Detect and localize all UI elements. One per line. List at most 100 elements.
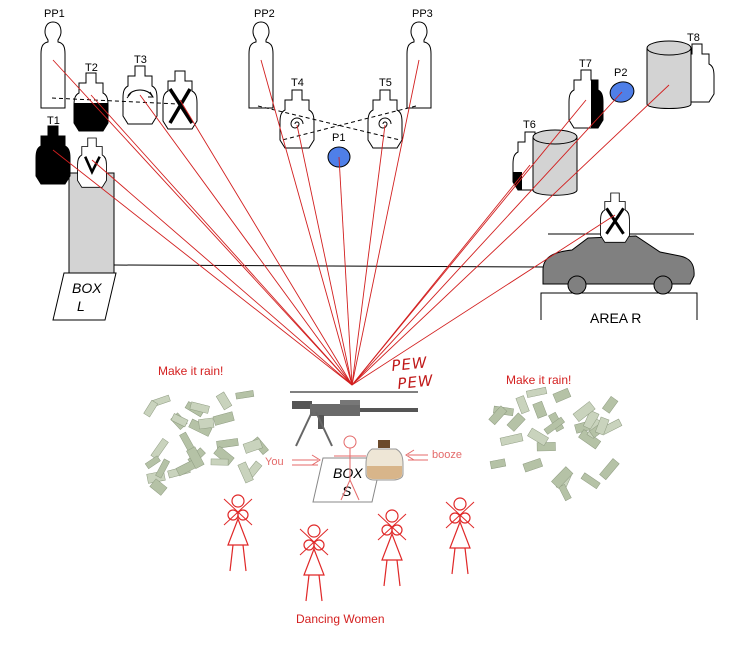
dancing-woman-1 — [223, 494, 253, 572]
banknote-icon — [522, 458, 544, 473]
t5-target — [367, 89, 403, 149]
make-it-rain-left-label: Make it rain! — [158, 364, 223, 378]
money-rain-left — [143, 390, 269, 496]
box-s: BOX S — [312, 457, 383, 503]
car-target-x — [600, 192, 630, 243]
t8-target — [646, 40, 715, 109]
banknote-icon — [155, 458, 171, 479]
banknote-icon — [215, 391, 233, 411]
dancing-women-label: Dancing Women — [296, 612, 385, 626]
banknote-icon — [543, 416, 565, 435]
t2-label: T2 — [85, 62, 98, 74]
banknote-icon — [536, 442, 556, 452]
booze-arrow-icon — [405, 449, 428, 461]
shot-line-1 — [52, 59, 353, 386]
booze-jar-icon — [365, 440, 404, 481]
t7-label: T7 — [579, 58, 592, 70]
banknote-icon — [149, 478, 168, 496]
banknote-icon — [601, 395, 619, 414]
banknote-icon — [242, 438, 263, 454]
box-l: BOX L — [52, 172, 117, 321]
banknote-icon — [170, 413, 189, 428]
shot-line-9 — [338, 156, 353, 386]
t8-label: T8 — [687, 32, 700, 44]
banknote-icon — [515, 395, 530, 415]
booze-label: booze — [432, 449, 462, 461]
box-l-label-2: L — [77, 298, 85, 314]
box-s-label-2: S — [342, 483, 352, 499]
pp3-target — [406, 21, 432, 109]
banknote-icon — [488, 405, 508, 426]
shot-line-7 — [260, 59, 353, 386]
t1-target — [35, 125, 71, 185]
shot-line-16 — [351, 214, 616, 386]
banknote-icon — [216, 438, 239, 449]
banknote-icon — [237, 461, 254, 484]
t3-label: T3 — [134, 54, 147, 66]
t4-target — [279, 89, 315, 149]
banknote-icon — [506, 412, 526, 432]
dashed-link-a — [257, 105, 401, 141]
banknote-icon — [210, 458, 229, 466]
pew-text-1: PEW — [391, 353, 429, 375]
shot-line-11 — [351, 59, 420, 386]
banknote-icon — [150, 437, 169, 460]
banknote-icon — [527, 427, 549, 447]
t1-label: T1 — [47, 115, 60, 127]
pp2-target — [248, 21, 274, 109]
t6-label: T6 — [523, 119, 536, 131]
banknote-icon — [235, 390, 255, 400]
banknote-icon — [599, 458, 620, 481]
banknote-icon — [552, 387, 572, 403]
shot-line-6 — [91, 159, 353, 386]
t2-t3-dashed-link — [51, 97, 179, 105]
banknote-icon — [189, 401, 210, 414]
money-rain-right — [488, 386, 623, 502]
box-l-target — [77, 137, 107, 188]
pp1-target — [40, 21, 66, 109]
p2-label: P2 — [614, 67, 627, 79]
pp3-label: PP3 — [412, 8, 433, 20]
dancing-woman-3 — [377, 509, 407, 587]
banknote-icon — [489, 458, 507, 470]
shot-line-13 — [351, 99, 587, 386]
t3-x-target — [162, 70, 198, 130]
make-it-rain-right-label: Make it rain! — [506, 373, 571, 387]
banknote-icon — [525, 386, 548, 398]
shot-line-8 — [296, 124, 353, 386]
p1-label: P1 — [332, 132, 345, 144]
box-l-label-1: BOX — [72, 280, 102, 296]
shot-line-3 — [139, 94, 353, 386]
machine-gun-icon — [292, 400, 418, 447]
t5-label: T5 — [379, 77, 392, 89]
dashed-link-b — [281, 105, 417, 141]
banknote-icon — [499, 433, 524, 446]
pp2-label: PP2 — [254, 8, 275, 20]
banknote-icon — [198, 417, 215, 430]
t4-label: T4 — [291, 77, 304, 89]
car-icon — [542, 235, 695, 295]
shot-line-10 — [351, 124, 386, 386]
shot-line-2 — [90, 94, 353, 386]
pp1-label: PP1 — [44, 8, 65, 20]
pew-text-2: PEW — [397, 371, 435, 393]
t2-target — [73, 72, 109, 132]
banknote-icon — [186, 446, 205, 470]
banknote-icon — [580, 472, 601, 490]
banknote-icon — [212, 411, 235, 426]
box-s-label-1: BOX — [333, 465, 363, 481]
t7-target — [568, 69, 604, 129]
banknote-icon — [551, 466, 574, 489]
banknote-icon — [594, 416, 610, 436]
ground-line — [113, 264, 549, 268]
shot-line-14 — [351, 91, 623, 386]
dancing-woman-2 — [299, 524, 329, 602]
banknote-icon — [558, 484, 572, 502]
shot-line-15 — [351, 84, 670, 386]
shot-line-5 — [52, 149, 353, 386]
dancing-woman-4 — [445, 497, 475, 575]
t6-target — [512, 129, 578, 196]
banknote-icon — [144, 455, 161, 470]
banknote-icon — [532, 400, 548, 419]
